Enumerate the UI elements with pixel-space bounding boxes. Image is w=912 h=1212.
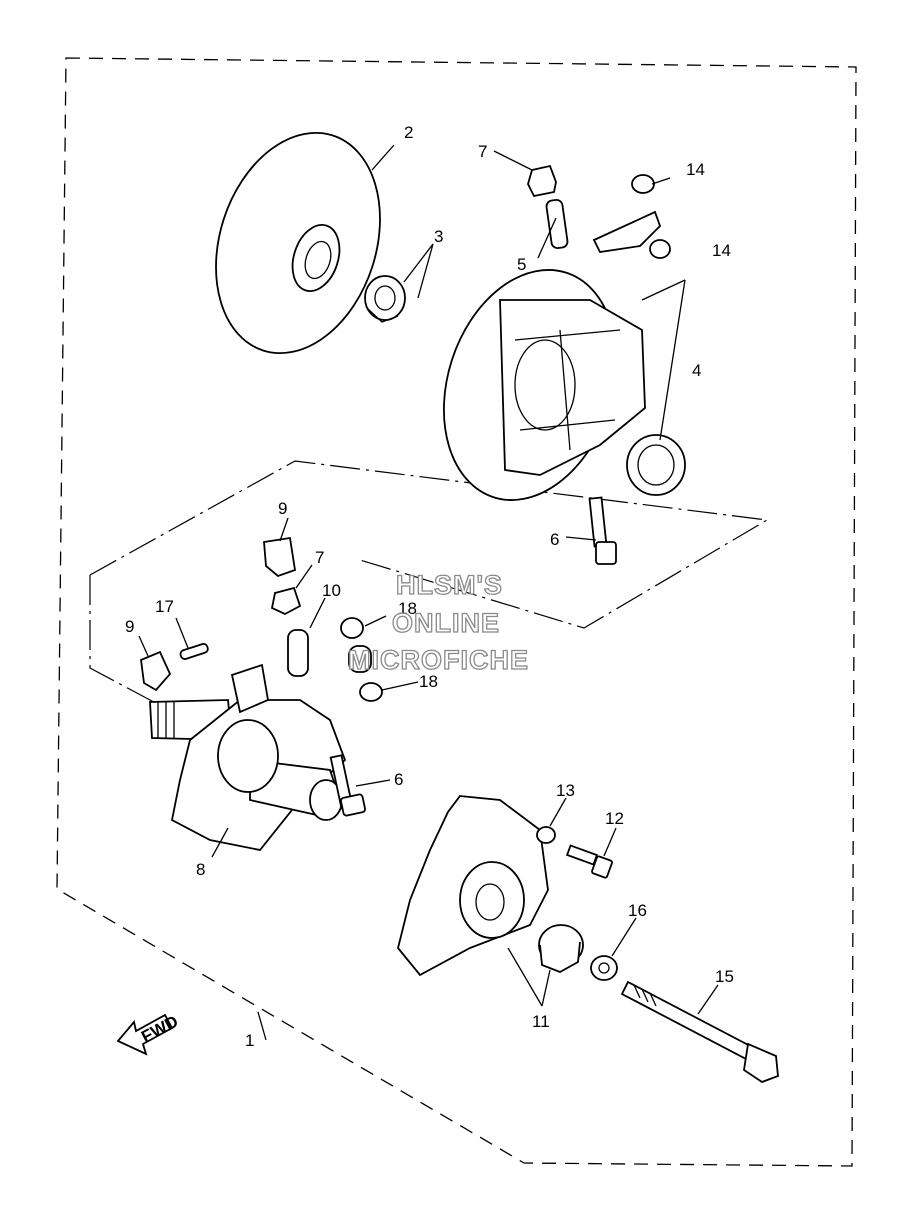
callout-6-lower: 6: [394, 770, 403, 789]
callout-13: 13: [556, 781, 575, 800]
callout-2: 2: [404, 123, 413, 142]
fixed-sheave-housing: [443, 269, 646, 501]
callout-14-lower: 14: [712, 241, 731, 260]
callout-12: 12: [605, 809, 624, 828]
callout-7-upper: 7: [478, 142, 487, 161]
callout-9-upper: 9: [278, 499, 287, 518]
fwd-arrow: FWD: [116, 1012, 181, 1056]
callout-7-lower: 7: [315, 548, 324, 567]
upper-nut: [527, 164, 557, 198]
collar: [287, 629, 309, 677]
spider-cover: [397, 795, 549, 977]
sheave-bushing: [364, 275, 406, 323]
callout-5: 5: [517, 255, 526, 274]
callout-18-upper: 18: [398, 599, 417, 618]
washer-18-upper: [340, 617, 364, 639]
spider-shaft: [149, 663, 347, 851]
callout-8: 8: [196, 860, 205, 879]
watermark-line-3: MICROFICHE: [348, 645, 529, 675]
sliding-sheave: [215, 131, 381, 355]
callout-18-lower: 18: [419, 672, 438, 691]
watermark-line-1: HLSM'S: [396, 570, 503, 600]
phantom-zone: [89, 460, 769, 629]
cover-bushing: [538, 924, 584, 973]
lower-bolt: [329, 754, 366, 817]
washer-upper: [631, 174, 655, 194]
washer-16: [590, 955, 618, 981]
callout-15: 15: [715, 967, 734, 986]
callout-17: 17: [155, 597, 174, 616]
upper-bolt: [588, 496, 617, 565]
callout-3: 3: [434, 227, 443, 246]
watermark: HLSM'S ONLINE MICROFICHE: [347, 569, 529, 675]
callout-10: 10: [322, 581, 341, 600]
weight-lower: [140, 650, 172, 692]
pin-17: [179, 643, 209, 660]
watermark-line-2: ONLINE: [392, 608, 500, 638]
weight-upper: [263, 536, 297, 578]
washer-lower: [649, 239, 671, 259]
callout-9-lower: 9: [125, 617, 134, 636]
cam-plate: [592, 210, 662, 253]
bolt-15: [620, 980, 779, 1084]
callout-4: 4: [692, 361, 701, 380]
leader-lines: [138, 144, 719, 1041]
pin: [545, 198, 569, 250]
callout-11: 11: [532, 1012, 550, 1031]
callout-14-upper: 14: [686, 160, 705, 179]
washer-18-lower: [359, 682, 383, 702]
callout-6-upper: 6: [550, 530, 559, 549]
spacer-18: [348, 645, 372, 673]
callouts: 1 2 3 4 5 6 7 9 7 10 17 9 18 18 6 8 13 1…: [125, 123, 734, 1050]
phantom-zone-left: [89, 575, 166, 709]
washer-13: [536, 826, 556, 844]
lower-nut: [270, 586, 302, 616]
bolt-12: [565, 844, 613, 879]
callout-16: 16: [628, 901, 647, 920]
assembly-boundary: [56, 57, 857, 1167]
callout-1: 1: [245, 1031, 254, 1050]
housing-bushing: [626, 434, 686, 496]
